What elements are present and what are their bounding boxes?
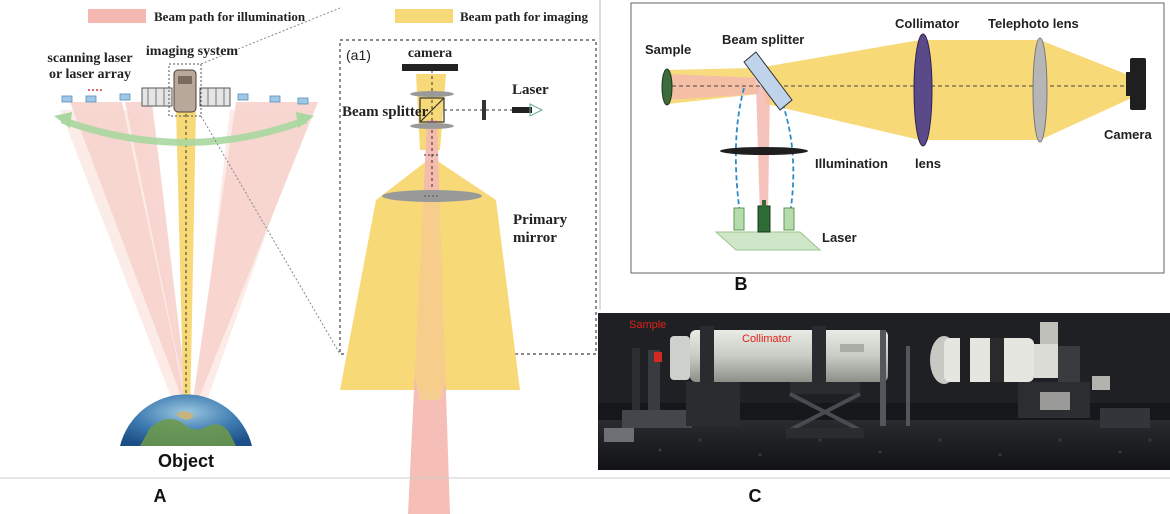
inset-laser-label: Laser <box>512 82 549 98</box>
inset-tag: (a1) <box>346 47 371 63</box>
inset-primary-label: Primary <box>513 212 568 228</box>
legend: Beam path for illumination Beam path for… <box>88 9 588 24</box>
panel-c-photo: Sample Collimator <box>598 313 1170 470</box>
panel-letter-b: B <box>735 274 748 294</box>
b-telephoto-icon <box>1032 37 1048 143</box>
b-sample-label: Sample <box>645 42 691 57</box>
inset-camera-label: camera <box>408 46 452 61</box>
illumination-fans <box>70 102 318 420</box>
photo-telephoto-lens <box>930 322 1058 384</box>
panel-a: Beam path for illumination Beam path for… <box>47 7 597 514</box>
b-telephoto-label: Telephoto lens <box>988 16 1079 31</box>
legend-imaging-swatch <box>395 9 453 23</box>
b-beam-splitter-label: Beam splitter <box>722 32 804 47</box>
laser-satellites <box>61 93 309 105</box>
inset-imaging-tail <box>376 200 496 400</box>
b-illumination-label: Illumination <box>815 156 888 171</box>
b-sample-icon <box>661 68 673 106</box>
panel-b: Sample Beam splitter Collimator Telephot… <box>630 2 1165 294</box>
illumination-fans-light <box>60 110 310 420</box>
b-illum-beam <box>668 74 760 100</box>
scanning-laser-label: scanning laser <box>47 51 132 66</box>
zoom-line-bottom <box>200 115 341 355</box>
legend-imaging-label: Beam path for imaging <box>460 9 588 24</box>
legend-illumination-swatch <box>88 9 146 23</box>
orbit-arc <box>60 116 308 146</box>
b-collimator-icon <box>913 33 933 147</box>
imaging-system-label: imaging system <box>146 44 239 59</box>
imaging-satellite-icon <box>141 69 231 113</box>
laser-array-label: or laser array <box>49 67 131 82</box>
zoom-line-top <box>200 7 341 65</box>
inset-lens-upper-icon <box>410 91 454 97</box>
b-camera-lens-stub <box>1126 72 1132 96</box>
b-laser-array-icon <box>714 200 822 251</box>
panel-letter-c: C <box>749 486 762 506</box>
inset-laser-icon <box>512 107 532 113</box>
photo-sample-stage <box>604 348 692 442</box>
object-label: Object <box>158 451 214 471</box>
inset-a1: (a1) camera Laser Beam splitter <box>339 39 597 514</box>
b-lens-label: lens <box>915 156 941 171</box>
photo-mounts <box>686 330 910 438</box>
inset-lens-lower-icon <box>410 123 454 129</box>
earth-object <box>120 394 252 446</box>
b-beam-splitter-icon <box>743 51 793 111</box>
inset-laser-mount-icon <box>529 103 544 117</box>
satellite-zoom-box <box>168 63 202 117</box>
b-camera-icon <box>1130 58 1146 110</box>
photo-sample-label: Sample <box>629 319 666 331</box>
inset-mirror-label: mirror <box>513 230 557 246</box>
photo-collimator-label: Collimator <box>742 333 792 345</box>
orbit-arrow-left <box>54 112 72 128</box>
inset-beam-splitter-label: Beam splitter <box>342 104 429 120</box>
inset-splitter-diagonal <box>419 97 445 123</box>
orbit-arrow-right <box>296 112 314 128</box>
photo-bench <box>598 420 1170 470</box>
b-camera-label: Camera <box>1104 127 1152 142</box>
panel-letter-a: A <box>154 486 167 506</box>
panel-b-frame <box>630 2 1165 274</box>
inset-laser-lens-icon <box>482 100 486 120</box>
photo-collimator-tube <box>670 326 888 386</box>
b-laser-label: Laser <box>822 230 857 245</box>
b-laser-path-left <box>734 87 745 215</box>
legend-illumination-label: Beam path for illumination <box>154 9 306 24</box>
photo-camera-stage <box>1018 346 1150 428</box>
b-collimator-label: Collimator <box>895 16 959 31</box>
b-illumination-lens-icon <box>720 147 808 155</box>
inset-camera-icon <box>402 64 458 71</box>
